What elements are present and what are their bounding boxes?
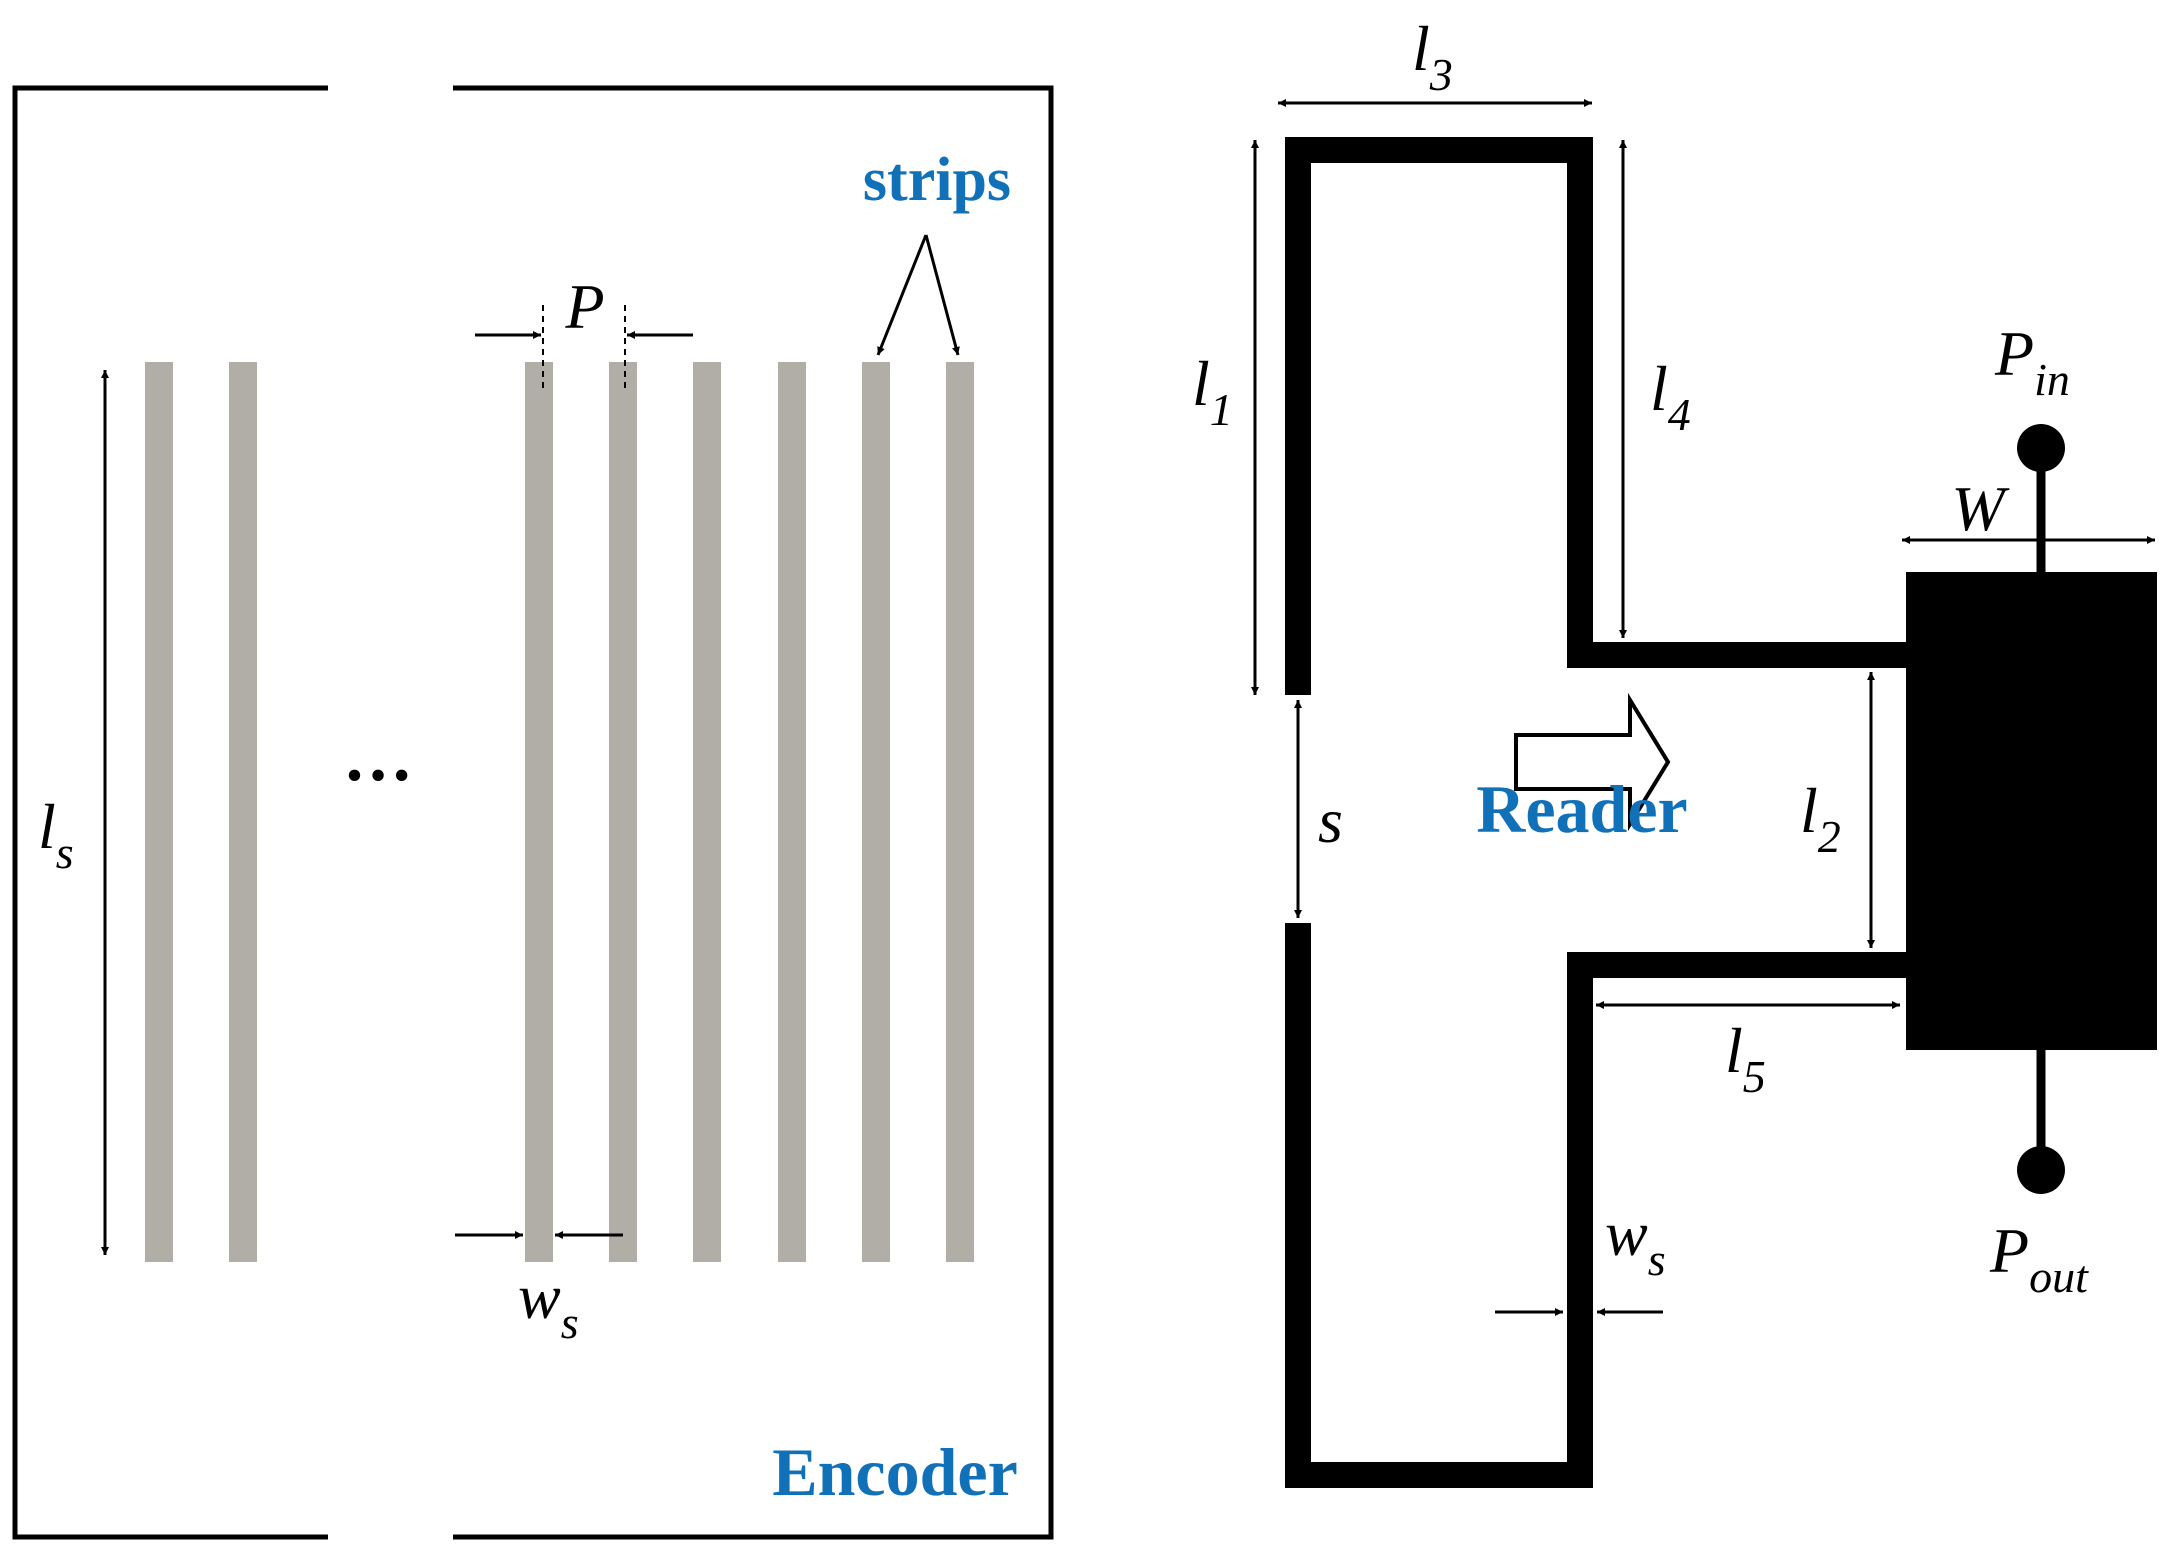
reader-component-block	[1906, 572, 2157, 1050]
encoder-panel: … ls P ws strips Encoder	[12, 85, 1054, 1540]
strip	[778, 362, 806, 1262]
strip	[609, 362, 637, 1262]
strip	[862, 362, 890, 1262]
l5-label: l5	[1725, 1015, 1766, 1102]
ls-label: ls	[38, 791, 74, 878]
encoder-ws-label: ws	[518, 1261, 579, 1348]
encoder-frame	[12, 85, 1054, 1540]
ellipsis-text: …	[343, 719, 413, 796]
w-label: W	[1951, 473, 2010, 544]
strips-callout	[876, 234, 960, 356]
strip	[145, 362, 173, 1262]
strip	[946, 362, 974, 1262]
reader-ws-label: ws	[1605, 1198, 1666, 1285]
strip	[229, 362, 257, 1262]
l3-label: l3	[1412, 13, 1453, 100]
direction-arrow-icon	[1514, 692, 1671, 832]
l1-label: l1	[1192, 348, 1233, 435]
encoder-strips	[145, 362, 974, 1262]
port-out-terminal	[2017, 1146, 2065, 1194]
strips-label: strips	[863, 146, 1011, 214]
strip	[693, 362, 721, 1262]
reader-panel: l3 l1 l4 s l2 l5 W Pin P	[1192, 13, 2157, 1488]
encoder-title: Encoder	[772, 1434, 1018, 1510]
reader-trace-upper	[1285, 137, 1910, 695]
l2-label: l2	[1800, 775, 1841, 862]
port-in-label: Pin	[1994, 318, 2070, 405]
p-label: P	[564, 271, 604, 342]
reader-trace-lower	[1285, 923, 1910, 1488]
port-out-label: Pout	[1989, 1215, 2089, 1302]
s-label: s	[1318, 785, 1343, 856]
reader-title: Reader	[1476, 771, 1687, 847]
l4-label: l4	[1650, 353, 1691, 440]
port-in-terminal	[2017, 424, 2065, 472]
strip	[525, 362, 553, 1262]
p-dimension	[475, 305, 693, 388]
